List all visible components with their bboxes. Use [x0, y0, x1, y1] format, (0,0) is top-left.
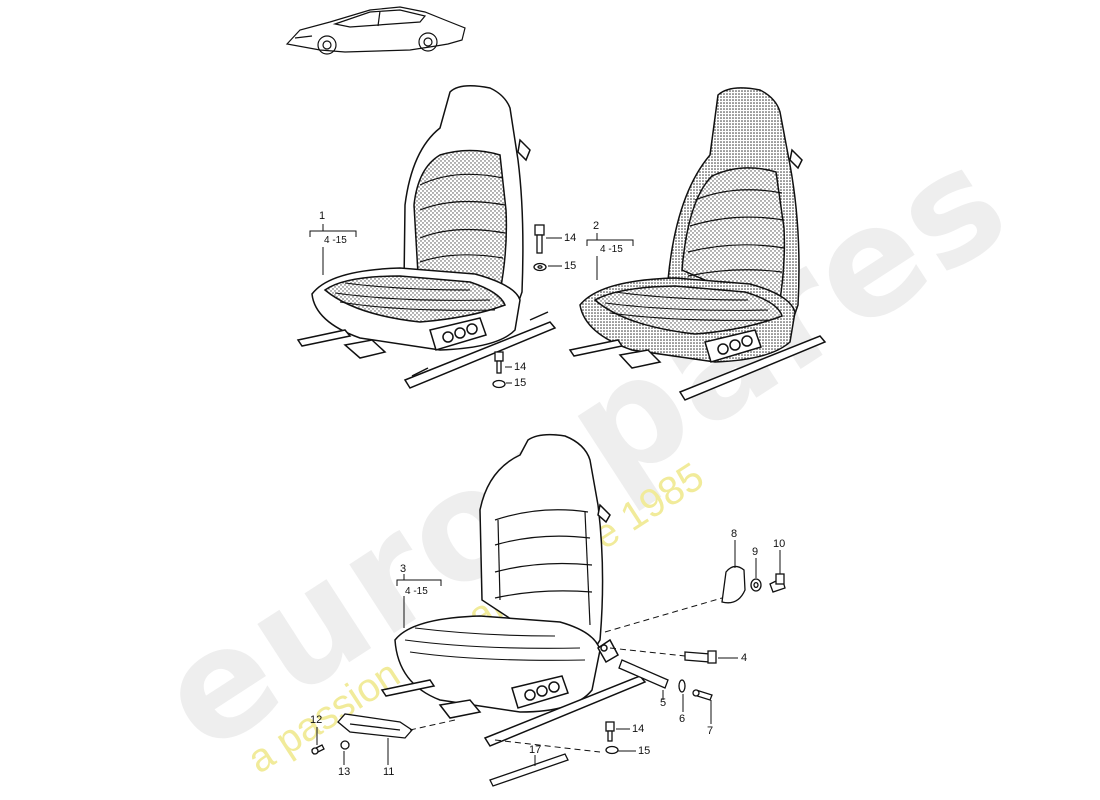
slide-rail-icon: [489, 753, 569, 787]
callout-5: 5: [660, 697, 667, 709]
callout-15-seat3: 15: [638, 745, 651, 757]
callout-10: 10: [773, 538, 786, 550]
callout-7: 7: [707, 725, 714, 737]
assembly-3-number: 3: [400, 563, 407, 575]
callout-9: 9: [752, 546, 759, 558]
seat-3-rail-right: [483, 675, 647, 747]
bolt-icon: [769, 573, 786, 593]
callout-14-seat1-bottom: 14: [514, 361, 527, 373]
callout-4: 4: [741, 652, 748, 664]
seat-2-rail-right: [678, 335, 827, 401]
seat-2: [568, 87, 827, 401]
seat-3-cushion: [394, 615, 601, 713]
assembly-2-range: 4 -15: [600, 244, 623, 255]
callout-14-seat1-top: 14: [564, 232, 577, 244]
seat-1-rail-right: [403, 321, 557, 389]
callout-17: 17: [529, 744, 542, 756]
washer-icon: [750, 578, 762, 592]
seat-3-backrest: [479, 433, 604, 661]
seat-1-back-insert: [413, 149, 508, 293]
callout-12: 12: [310, 714, 323, 726]
seat-2-rail-left: [568, 339, 624, 357]
assembly-2-number: 2: [593, 220, 600, 232]
assembly-1-number: 1: [319, 210, 326, 222]
seat-3-bolt: [605, 721, 619, 755]
seat-1-bolt-top: [533, 224, 547, 272]
seat-3-rail-left: [380, 679, 436, 697]
callout-14-seat3: 14: [632, 723, 645, 735]
clip-icon: [340, 740, 350, 750]
assembly-1-range: 4 -15: [324, 235, 347, 246]
car-thumbnail-icon: [285, 6, 466, 55]
seat-1-rail-left: [296, 329, 352, 347]
seat-3-switch-panel: [511, 675, 569, 709]
screw-icon: [692, 689, 713, 701]
seat-3: [380, 433, 647, 747]
callout-8: 8: [731, 528, 738, 540]
seat-2-back-insert: [681, 167, 786, 314]
callout-6: 6: [679, 713, 686, 725]
seat-1: [296, 85, 557, 389]
knob-icon: [721, 565, 746, 604]
assembly-3-range: 4 -15: [405, 586, 428, 597]
trim-cover-icon: [337, 713, 413, 739]
washer-small-icon: [678, 679, 686, 693]
callout-11: 11: [383, 766, 395, 778]
seat-1-bolt-bottom: [492, 351, 506, 389]
callout-15-seat1-bottom: 15: [514, 377, 527, 389]
seat-2-switch-panel: [704, 329, 762, 363]
callout-15-seat1-top: 15: [564, 260, 577, 272]
seat-1-switch-panel: [429, 317, 487, 351]
screw-small-icon: [311, 744, 325, 755]
callout-13: 13: [338, 766, 351, 778]
bolt-long-icon: [684, 650, 717, 664]
spacer-pin-icon: [618, 659, 669, 689]
leader-lines: [309, 224, 781, 766]
